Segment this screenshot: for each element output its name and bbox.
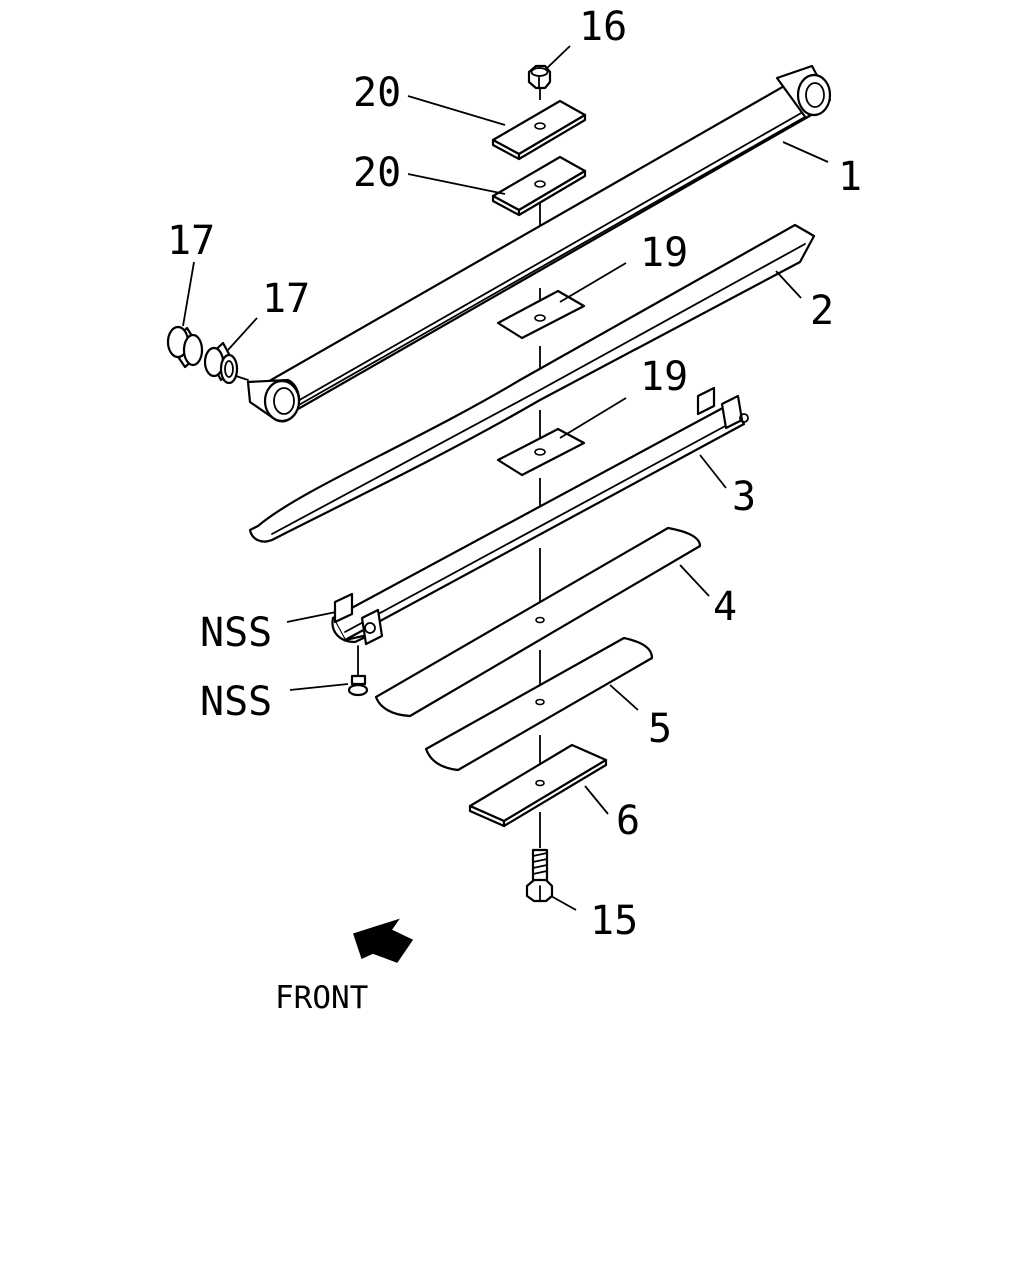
callout-2: 2 xyxy=(810,288,834,334)
callout-20-lower: 20 xyxy=(353,150,401,196)
callout-19-upper: 19 xyxy=(640,230,688,276)
callout-1: 1 xyxy=(838,154,862,200)
callout-nss-clip: NSS xyxy=(200,610,272,656)
bushing-part-17-inner xyxy=(203,341,249,385)
spacer-part-19-lower xyxy=(496,427,586,477)
callout-17-inner: 17 xyxy=(262,276,310,322)
second-leaf-part-2 xyxy=(248,223,816,543)
callout-5: 5 xyxy=(648,706,672,752)
front-label: FRONT xyxy=(275,980,368,1016)
plate-part-20-lower xyxy=(491,155,587,217)
callout-nss-screw: NSS xyxy=(200,679,272,725)
third-leaf-part-3 xyxy=(331,386,749,646)
callout-6: 6 xyxy=(616,798,640,844)
main-leaf-part-1 xyxy=(246,64,832,423)
callout-16: 16 xyxy=(579,4,627,50)
fourth-leaf-part-4 xyxy=(374,526,702,718)
leader-lines xyxy=(182,45,829,911)
front-arrow-icon xyxy=(353,918,414,963)
callout-17-outer: 17 xyxy=(167,218,215,264)
nss-screw xyxy=(347,645,369,697)
bushing-part-17-outer xyxy=(166,325,204,369)
callout-19-lower: 19 xyxy=(640,354,688,400)
plate-part-20-upper xyxy=(491,99,587,161)
center-bolt-part-15 xyxy=(525,848,554,903)
callout-4: 4 xyxy=(713,584,737,630)
pad-part-6 xyxy=(468,743,608,828)
callout-15: 15 xyxy=(590,898,638,944)
nut-part-16 xyxy=(527,64,552,90)
fifth-leaf-part-5 xyxy=(424,636,654,772)
callout-3: 3 xyxy=(732,474,756,520)
callout-20-upper: 20 xyxy=(353,70,401,116)
spacer-part-19-upper xyxy=(496,289,586,340)
